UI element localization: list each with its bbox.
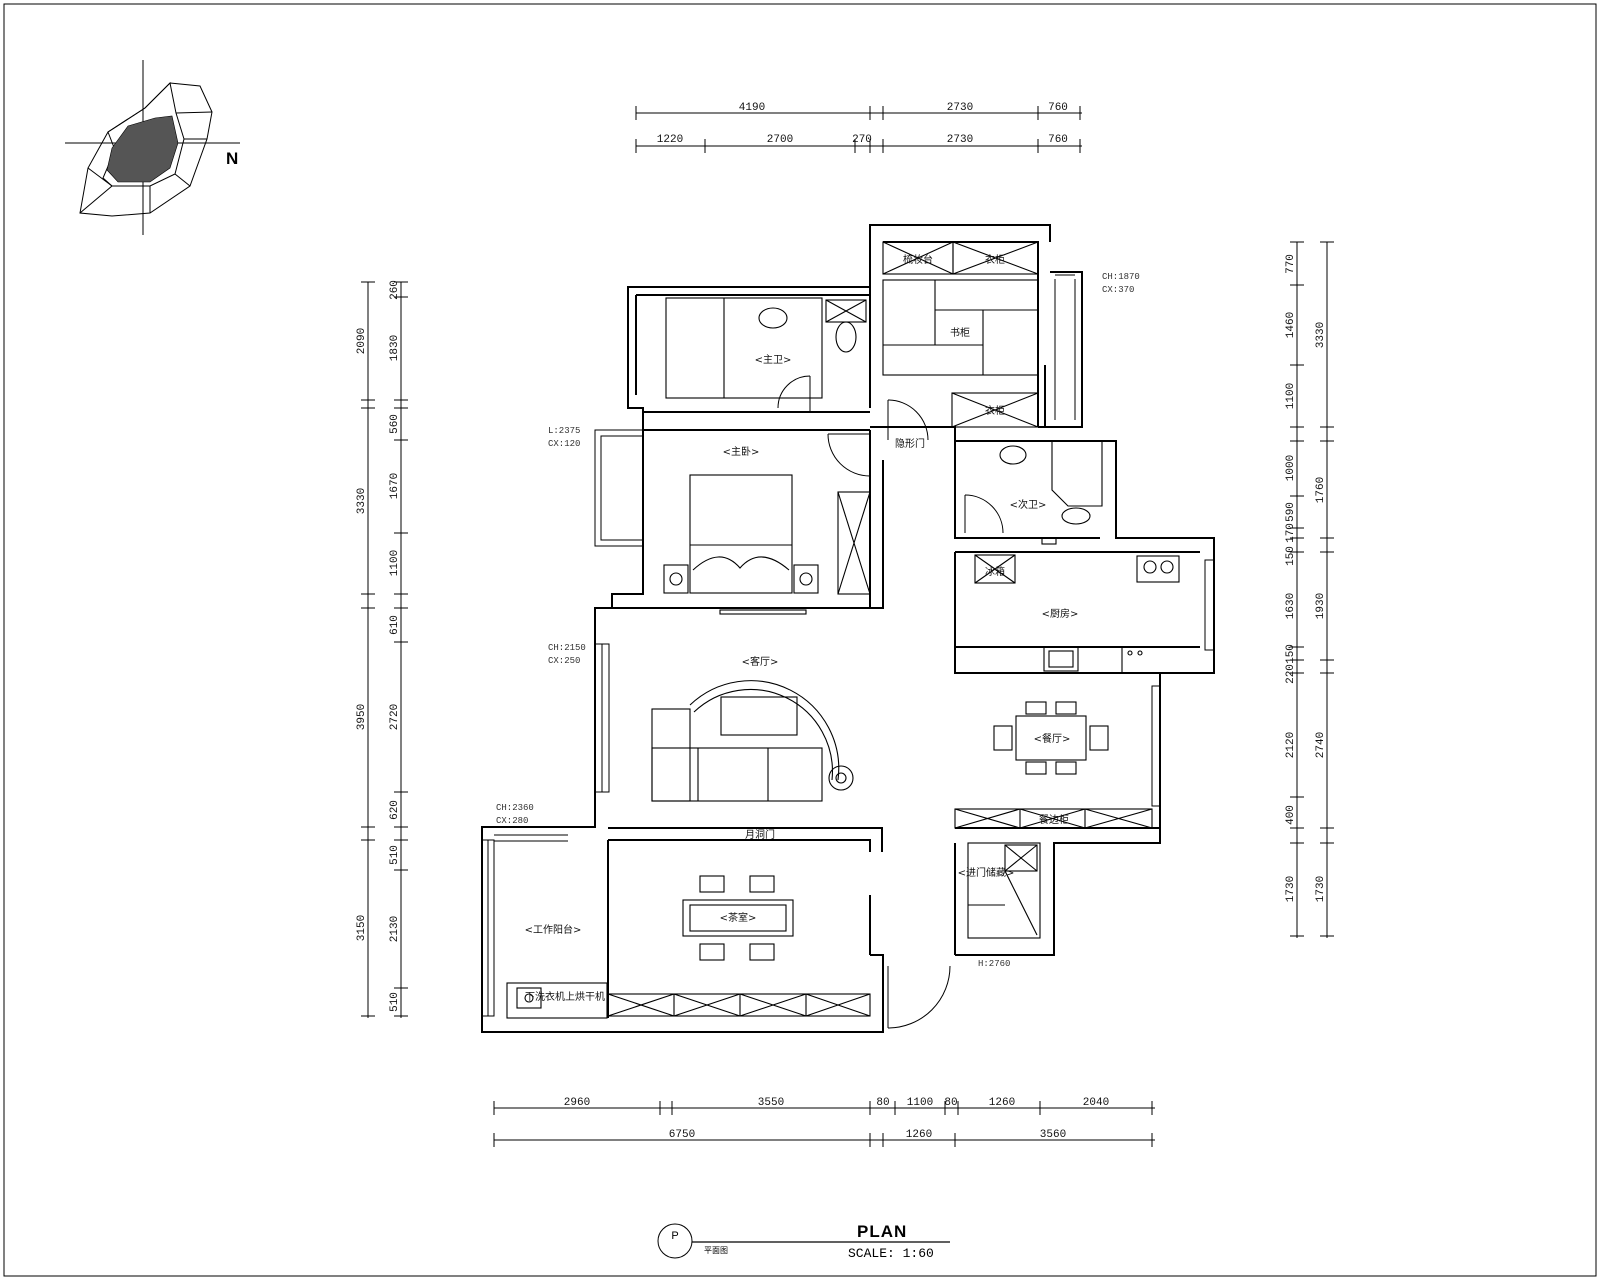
dim-label: 3550 [758, 1097, 784, 1109]
dim-label: 270 [852, 134, 872, 146]
dim-label: 620 [389, 800, 401, 820]
dim-label: 2720 [389, 704, 401, 730]
room-label-master-bath: <主卫> [755, 354, 792, 366]
label-wardrobe: 衣柜 [985, 253, 1005, 266]
dim-label: 1100 [1285, 383, 1297, 409]
plan-symbol: P [671, 1230, 678, 1242]
doors [777, 375, 1004, 1029]
dim-label: 3330 [1315, 322, 1327, 348]
dim-label: 1730 [1285, 876, 1297, 902]
dim-label: 3560 [1040, 1129, 1066, 1141]
dim-label: 2740 [1315, 732, 1327, 758]
dim-label: 170 [1285, 523, 1297, 543]
dim-label: 760 [1048, 134, 1068, 146]
label-bookcase: 书柜 [950, 326, 970, 339]
dim-label: 560 [389, 414, 401, 434]
dim-label: 2120 [1285, 732, 1297, 758]
dim-label: 1260 [989, 1097, 1015, 1109]
dim-label: 1000 [1285, 455, 1297, 481]
note-text: CX:250 [548, 656, 580, 666]
note-text: CX:370 [1102, 285, 1134, 295]
room-label-kitchen: <厨房> [1042, 607, 1079, 620]
dim-label: 1260 [906, 1129, 932, 1141]
room-labels: <主卫> <主卧> <客厅> <茶室> <工作阳台> <次卫> <厨房> <餐厅… [525, 354, 1079, 936]
dim-label: 150 [1285, 546, 1297, 566]
plan-title: PLAN [857, 1222, 907, 1241]
label-laundry: 下洗衣机上烘干机 [525, 990, 605, 1003]
dim-label: 590 [1285, 502, 1297, 522]
dim-label: 610 [389, 615, 401, 635]
note-text: CX:280 [496, 816, 528, 826]
dim-label: 1930 [1315, 593, 1327, 619]
dim-label: 1670 [389, 473, 401, 499]
dim-label: 1760 [1315, 477, 1327, 503]
furniture [506, 241, 1180, 1019]
dim-label: 1730 [1315, 876, 1327, 902]
note-text: H:2760 [978, 959, 1010, 969]
dim-label: 510 [389, 845, 401, 865]
dim-label: 2130 [389, 916, 401, 942]
room-label-master-bedroom: <主卧> [723, 445, 760, 458]
dim-label: 1100 [907, 1097, 933, 1109]
label-moon-door: 月洞门 [745, 828, 775, 841]
label-fridge: 冰箱 [985, 565, 1005, 578]
room-label-tea-room: <茶室> [720, 911, 757, 924]
room-label-entry-storage: <进门储藏> [958, 866, 1015, 879]
dim-label: 3950 [356, 704, 368, 730]
dim-label: 510 [389, 992, 401, 1012]
plan-subtitle: 平面图 [704, 1246, 728, 1255]
label-hidden-door: 隐形门 [895, 437, 925, 450]
walls [481, 224, 1215, 1033]
windows [481, 274, 1215, 1017]
label-wardrobe: 衣柜 [985, 404, 1005, 417]
note-text: CH:2150 [548, 643, 586, 653]
dim-label: 1460 [1285, 312, 1297, 338]
dim-label: 80 [944, 1097, 957, 1109]
label-sideboard: 餐边柜 [1039, 813, 1069, 826]
drawing-border [3, 3, 1597, 1277]
dim-label: 770 [1285, 254, 1297, 274]
dim-label: 2040 [1083, 1097, 1109, 1109]
opening-notes: CH:1870 CX:370 L:2375 CX:120 CH:2150 CX:… [496, 272, 1140, 969]
dim-label: 400 [1285, 805, 1297, 825]
dim-label: 6750 [669, 1129, 695, 1141]
room-label-living-room: <客厅> [742, 655, 779, 668]
label-dresser: 梳妆台 [903, 253, 933, 266]
dim-label: 4190 [739, 102, 765, 114]
north-label: N [226, 149, 238, 168]
dim-label: 3150 [356, 915, 368, 941]
note-text: L:2375 [548, 426, 580, 436]
dim-label: 150 [1285, 644, 1297, 664]
note-text: CX:120 [548, 439, 580, 449]
room-label-work-balcony: <工作阳台> [525, 923, 582, 936]
title-block: P 平面图 PLAN SCALE: 1:60 [657, 1222, 950, 1261]
item-labels: 梳妆台 衣柜 书柜 衣柜 隐形门 冰箱 月洞门 餐边柜 下洗衣机上烘干机 [525, 253, 1069, 1003]
dim-label: 2730 [947, 134, 973, 146]
dim-label: 1220 [657, 134, 683, 146]
dim-label: 1830 [389, 335, 401, 361]
dim-label: 80 [876, 1097, 889, 1109]
plan-symbol-circle [657, 1223, 693, 1259]
dim-label: 220 [1285, 664, 1297, 684]
note-text: CH:1870 [1102, 272, 1140, 282]
room-label-guest-bath: <次卫> [1010, 498, 1047, 511]
note-text: CH:2360 [496, 803, 534, 813]
dim-label: 760 [1048, 102, 1068, 114]
compass-rose: N [65, 60, 240, 235]
dim-label: 2730 [947, 102, 973, 114]
dim-label: 2700 [767, 134, 793, 146]
plan-scale: SCALE: 1:60 [848, 1246, 934, 1261]
dim-label: 1630 [1285, 593, 1297, 619]
dimension-lines [361, 106, 1334, 1147]
dim-label: 2090 [356, 328, 368, 354]
dim-label: 3330 [356, 488, 368, 514]
room-label-dining: <餐厅> [1034, 732, 1071, 745]
dim-label: 260 [389, 280, 401, 300]
dim-label: 1100 [389, 550, 401, 576]
dimension-labels: 4190 2730 760 1220 2700 270 2730 760 296… [356, 102, 1327, 1141]
dim-label: 2960 [564, 1097, 590, 1109]
